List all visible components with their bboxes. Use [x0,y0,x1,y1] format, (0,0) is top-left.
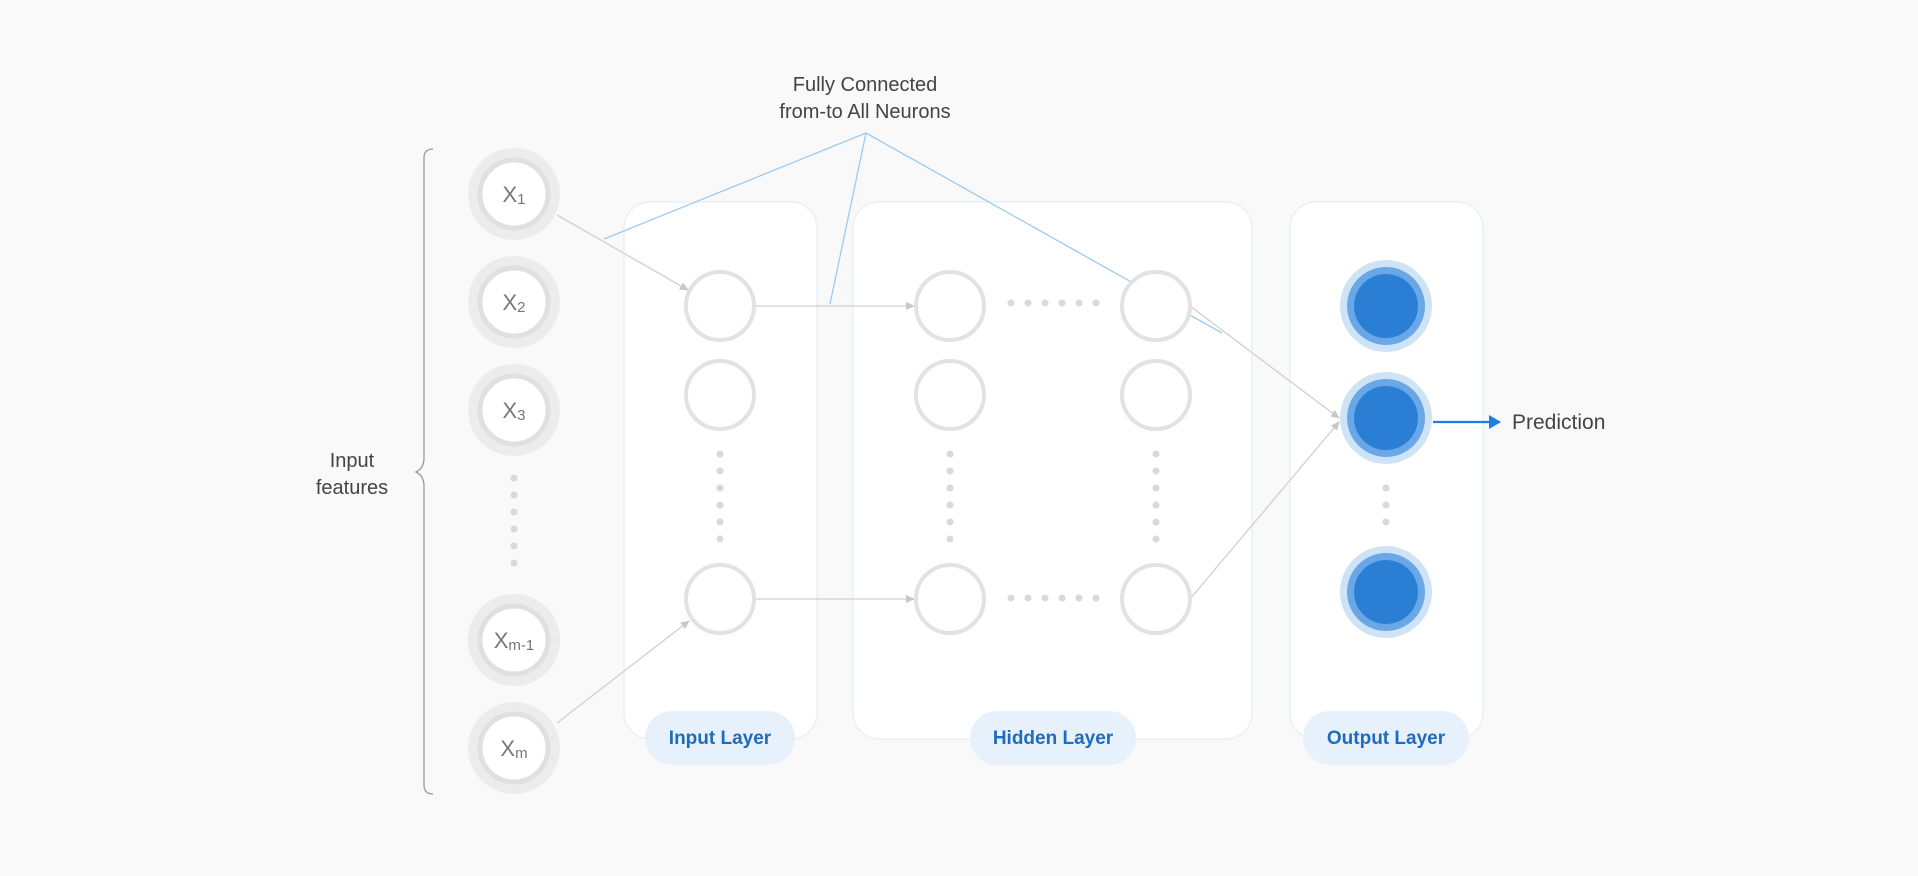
feature-label-x1: X1 [502,182,525,208]
hidden-neuron [1120,270,1192,342]
feature-ellipsis-dots [510,474,518,567]
feature-node-xm: Xm [468,702,560,794]
feature-label-xm: Xm [500,736,527,762]
hidden-layer-label: Hidden Layer [993,728,1114,749]
hidden-neuron [914,359,986,431]
feature-node-x1: X1 [468,148,560,240]
output-layer-dots [1382,484,1390,526]
feature-node-x2: X2 [468,256,560,348]
input-layer-dots [716,450,724,543]
input-neuron [684,270,756,342]
feature-label-x3: X3 [502,398,525,424]
hidden-neuron [1120,563,1192,635]
feature-label-xm-1: Xm-1 [494,628,535,654]
output-layer-label: Output Layer [1327,728,1446,749]
input-features-label-line2: features [316,477,388,499]
hidden-layer-panel [852,201,1253,740]
annotation-line1: Fully Connected [793,74,938,96]
feature-node-x3: X3 [468,364,560,456]
hidden-layer-neurons [914,270,1192,635]
connector-arrows [556,214,1340,724]
feature-node-xm-1: Xm-1 [468,594,560,686]
annotation-line2: from-to All Neurons [779,101,950,123]
input-features-label-line1: Input [330,450,375,472]
prediction-label: Prediction [1512,411,1605,434]
input-layer-pill: Input Layer [645,711,795,765]
input-layer-label: Input Layer [669,728,772,749]
input-neuron [684,563,756,635]
hidden-neuron [914,563,986,635]
output-neuron-middle [1340,372,1432,464]
output-neuron-bottom [1340,546,1432,638]
output-layer-pill: Output Layer [1303,711,1469,765]
output-neuron-top [1340,260,1432,352]
hidden-layer-pill: Hidden Layer [970,711,1136,765]
input-layer-neurons [684,270,756,635]
hidden-neuron [1120,359,1192,431]
hidden-neuron [914,270,986,342]
input-features-brace [414,148,434,795]
feature-label-x2: X2 [502,290,525,316]
hidden-layer-dots [946,299,1160,602]
input-neuron [684,359,756,431]
